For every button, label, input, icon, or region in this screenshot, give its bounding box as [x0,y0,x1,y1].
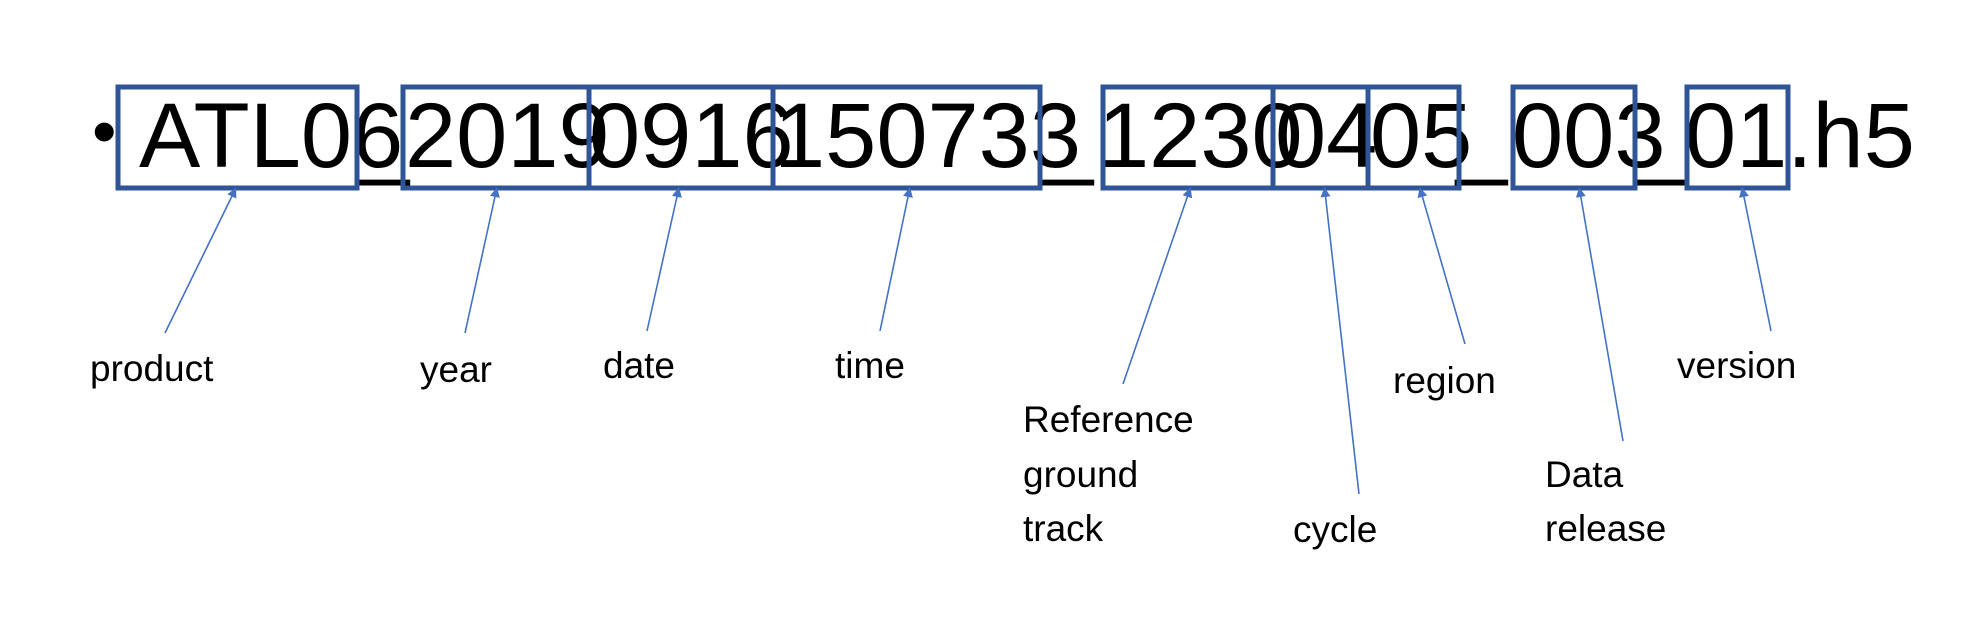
region-arrow [1417,187,1466,345]
label-version: version [1677,345,1796,386]
date-arrow [646,187,682,332]
label-rgt-line2: ground [1023,454,1138,495]
label-year: year [420,349,492,390]
product-arrow [164,187,237,334]
label-rgt-line3: track [1023,508,1104,549]
release-arrow [1575,187,1624,442]
segment-year: 2019 [405,85,610,187]
version-arrow [1739,187,1772,332]
filename: ATL06 _ 2019 0916 150733 _ 1230 04 05 _ … [139,85,1915,187]
label-release-line2: release [1545,508,1666,549]
region-box [1365,84,1462,191]
arrows [164,187,1772,495]
segment-date: 0916 [589,85,794,187]
segment-underscore: _ [1634,85,1689,187]
version-box [1684,84,1791,191]
label-cycle: cycle [1293,509,1377,550]
label-product: product [90,348,214,389]
year-arrow [464,187,500,334]
segment-rgt: 1230 [1098,85,1303,187]
label-rgt-line1: Reference [1023,399,1194,440]
segment-underscore: _ [1454,85,1509,187]
label-release-line1: Data [1545,454,1624,495]
product-box [115,84,360,191]
segment-underscore: _ [1040,85,1095,187]
cycle-arrow [1320,187,1360,495]
label-date: date [603,345,675,386]
segment-release: 003 [1512,85,1666,187]
release-box [1510,84,1638,191]
rgt-arrow [1122,187,1193,385]
label-time: time [835,345,905,386]
segment-extension: .h5 [1787,85,1915,187]
segment-version: 01 [1685,85,1787,187]
segment-region: 05 [1370,85,1472,187]
segment-time: 150733 [774,85,1081,187]
segment-cycle: 04 [1275,85,1377,187]
time-arrow [879,187,913,332]
labels: product year date time Reference ground … [90,345,1796,550]
bullet: • [92,92,117,170]
label-region: region [1393,360,1496,401]
